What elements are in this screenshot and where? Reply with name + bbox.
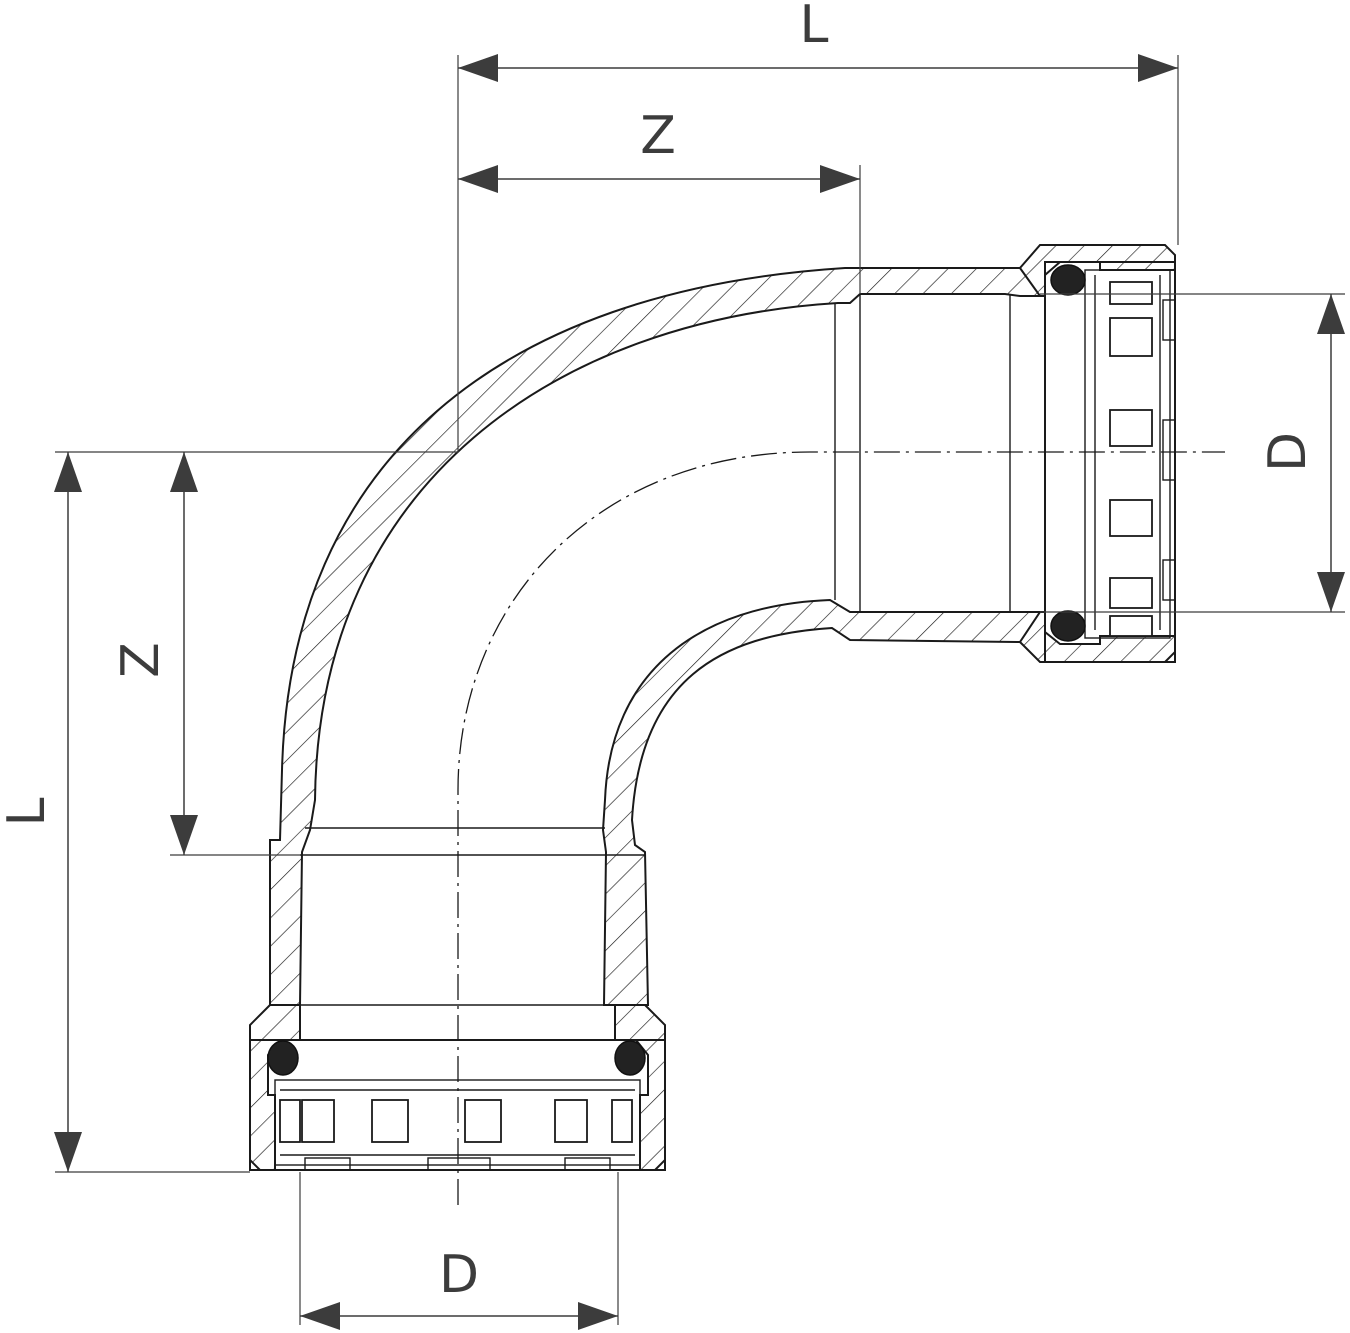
dim-bottom-diameter <box>300 1302 618 1330</box>
clip-window <box>1109 615 1153 637</box>
clip-window <box>279 1099 301 1143</box>
seal-ring-top <box>1050 264 1086 296</box>
center-lines <box>457 451 1225 1205</box>
bore-lines <box>300 294 1011 1006</box>
dim-top-z <box>458 165 860 193</box>
seal-ring-left <box>267 1040 299 1076</box>
extension-lines <box>55 55 1345 1325</box>
label-top-z: Z <box>640 106 676 166</box>
label-top-length: L <box>800 0 829 55</box>
outer-wall <box>269 247 1041 1006</box>
clip-window <box>371 1099 409 1143</box>
label-left-length: L <box>0 797 57 826</box>
dim-left-length <box>54 452 82 1172</box>
elbow-body <box>269 247 1041 1006</box>
dim-right-diameter <box>1317 294 1345 612</box>
clip-window <box>301 1099 335 1143</box>
label-left-z: Z <box>111 642 171 678</box>
dim-left-z <box>170 452 198 855</box>
clip-window <box>1109 409 1153 447</box>
clip-window <box>1109 577 1153 609</box>
clip-window <box>554 1099 588 1143</box>
clip-window <box>1109 499 1153 537</box>
clip-window <box>1109 317 1153 357</box>
clip-window <box>464 1099 502 1143</box>
seal-ring-bottom <box>1050 610 1086 642</box>
right-connector <box>1018 244 1176 663</box>
label-bottom-diameter: D <box>439 1245 479 1305</box>
seal-ring-right <box>614 1040 646 1076</box>
dim-top-length <box>458 54 1178 82</box>
label-right-diameter: D <box>1258 432 1318 472</box>
clip-window <box>1109 281 1153 305</box>
inner-wall <box>601 598 1041 1006</box>
clip-window <box>611 1099 633 1143</box>
